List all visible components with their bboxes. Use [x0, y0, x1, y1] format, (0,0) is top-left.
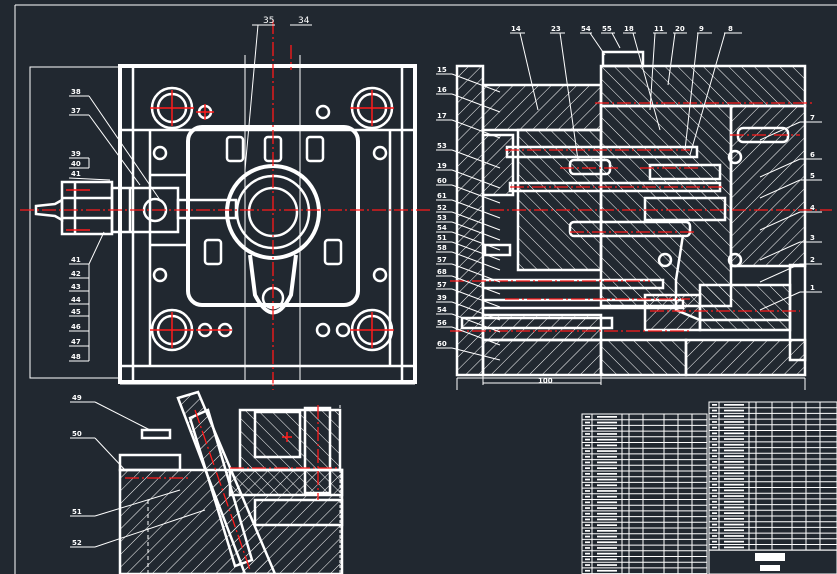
sheet-border [14, 4, 837, 574]
side-label: 60 [437, 340, 447, 348]
side-label: 39 [437, 294, 447, 302]
dimension-100: 100 [538, 377, 553, 385]
label-55: 55 [602, 25, 612, 33]
label-50: 50 [72, 430, 82, 438]
label-40: 40 [71, 160, 81, 168]
label-43: 43 [71, 283, 81, 291]
label-38: 38 [71, 88, 81, 96]
side-label: 1 [810, 284, 815, 292]
side-label: 5 [810, 172, 815, 180]
label-39: 39 [71, 150, 81, 158]
side-label: 6 [810, 151, 815, 159]
label-18: 18 [624, 25, 634, 33]
label-41a: 41 [71, 170, 81, 178]
side-label: 19 [437, 162, 447, 170]
side-label: 3 [810, 234, 815, 242]
label-51: 51 [72, 508, 82, 516]
label-47: 47 [71, 338, 81, 346]
side-section-view: 100 14 23 54 55 18 11 20 9 8 15161753196… [436, 25, 832, 390]
side-label: 58 [437, 244, 447, 252]
label-9: 9 [699, 25, 704, 33]
clamp-plate [118, 64, 417, 384]
side-label: 61 [437, 192, 447, 200]
parts-list-table [581, 401, 837, 574]
label-35: 35 [263, 16, 274, 26]
label-54: 54 [581, 25, 591, 33]
label-42: 42 [71, 270, 81, 278]
side-label: 57 [437, 256, 447, 264]
label-11: 11 [654, 25, 664, 33]
label-46: 46 [71, 323, 81, 331]
side-label: 56 [437, 319, 447, 327]
label-37: 37 [71, 107, 81, 115]
side-label: 60 [437, 177, 447, 185]
label-8: 8 [728, 25, 733, 33]
side-label: 53 [437, 142, 447, 150]
side-label: 51 [437, 234, 447, 242]
label-34: 34 [298, 16, 310, 26]
label-41: 41 [71, 256, 81, 264]
side-label: 7 [810, 114, 815, 122]
label-20: 20 [675, 25, 685, 33]
detail-view: 49 50 51 52 [70, 390, 344, 574]
side-label: 15 [437, 66, 447, 74]
side-label: 54 [437, 224, 447, 232]
side-label: 68 [437, 268, 447, 276]
front-view: 35 34 38 37 39 40 41 41 42 43 44 45 46 4… [20, 16, 430, 390]
side-label: 52 [437, 204, 447, 212]
label-45: 45 [71, 308, 81, 316]
label-52: 52 [72, 539, 82, 547]
side-label: 57 [437, 281, 447, 289]
side-label: 2 [810, 256, 815, 264]
label-44: 44 [71, 296, 81, 304]
label-49: 49 [72, 394, 82, 402]
label-14: 14 [511, 25, 521, 33]
side-label: 4 [810, 204, 815, 212]
side-label: 16 [437, 86, 447, 94]
label-48: 48 [71, 353, 81, 361]
side-label: 17 [437, 112, 447, 120]
label-23: 23 [551, 25, 561, 33]
side-label: 54 [437, 306, 447, 314]
side-label: 53 [437, 214, 447, 222]
